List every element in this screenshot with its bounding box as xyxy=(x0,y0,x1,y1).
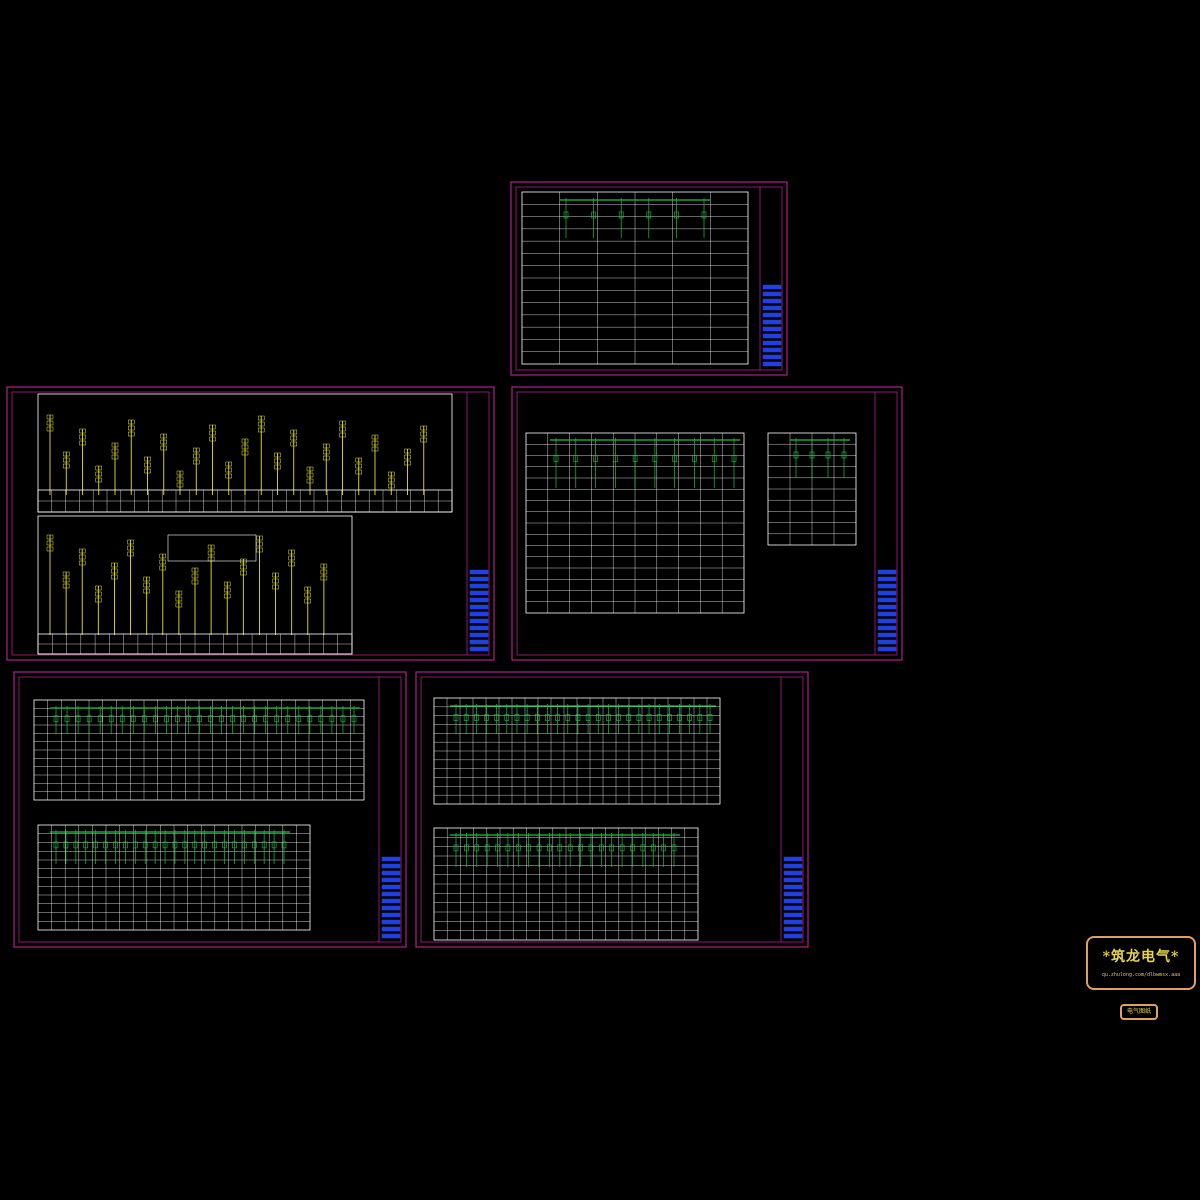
sheet-mid-right xyxy=(511,386,903,661)
sheet-bottom-right xyxy=(415,671,809,948)
stamp-url: qu.zhulong.com/dlbwmsx.aaa xyxy=(1101,972,1181,978)
sheet-mid-left xyxy=(6,386,495,661)
sheet-top xyxy=(510,181,788,376)
sheet-bottom-left xyxy=(13,671,407,948)
zhulong-watermark-stamp: *筑龙电气* qu.zhulong.com/dlbwmsx.aaa xyxy=(1086,936,1196,990)
drawing-badge: 电气图纸 xyxy=(1120,1004,1158,1020)
stamp-title: *筑龙电气* xyxy=(1102,949,1180,965)
